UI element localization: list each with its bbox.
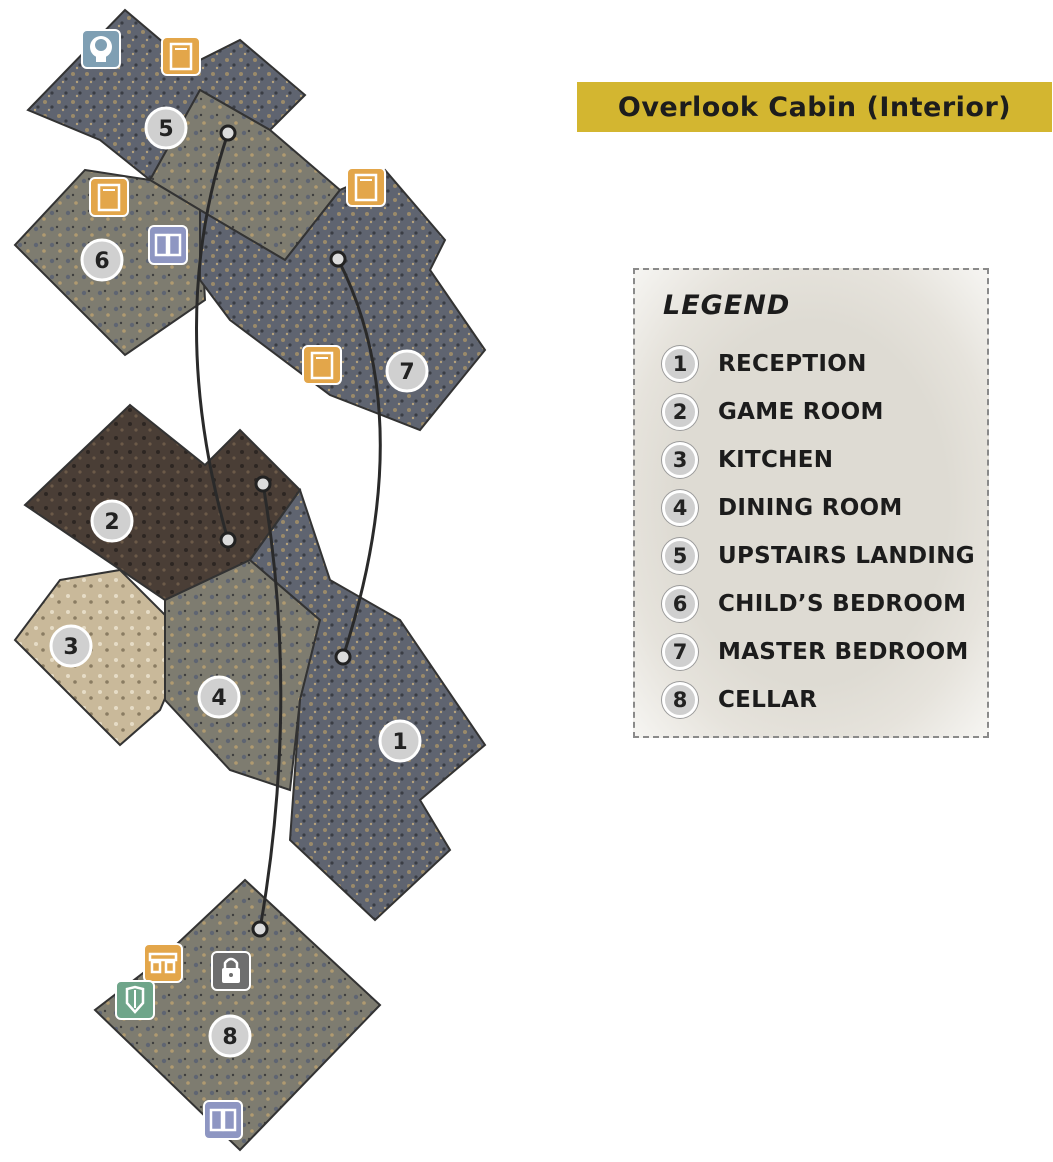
legend-label: MASTER BEDROOM [718, 639, 969, 665]
legend-label: DINING ROOM [718, 495, 903, 521]
legend-label: RECEPTION [718, 351, 867, 377]
room-marker-6[interactable]: 6 [80, 238, 124, 282]
connector-endpoints [219, 124, 352, 938]
room-marker-3[interactable]: 3 [49, 624, 93, 668]
room-marker-number: 8 [222, 1025, 237, 1050]
reception-area [248, 487, 487, 922]
stair-point [334, 648, 352, 666]
room-marker-number: 2 [104, 510, 119, 535]
legend-number-badge: 1 [662, 346, 698, 382]
room-marker-1[interactable]: 1 [378, 719, 422, 763]
room-marker-5[interactable]: 5 [144, 106, 188, 150]
legend-heading: LEGEND [663, 290, 791, 321]
book-icon [148, 225, 188, 265]
title-banner: Overlook Cabin (Interior) [577, 82, 1052, 132]
kitchen-area [13, 568, 192, 747]
room-marker-4[interactable]: 4 [197, 675, 241, 719]
legend-label: UPSTAIRS LANDING [718, 543, 975, 569]
room-marker-number: 1 [392, 730, 407, 755]
armor-icon [115, 980, 155, 1020]
legend-list: 1 RECEPTION 2 GAME ROOM 3 KITCHEN 4 DINI… [662, 340, 975, 724]
connector-master-to-reception [336, 258, 382, 658]
room-marker-number: 4 [211, 686, 226, 711]
lock-icon [211, 951, 251, 991]
stair-point [219, 124, 237, 142]
legend-item: 5 UPSTAIRS LANDING [662, 532, 975, 580]
legend-number-badge: 8 [662, 682, 698, 718]
bobblehead-icon [81, 29, 121, 69]
page-title: Overlook Cabin (Interior) [617, 91, 1012, 123]
legend-item: 2 GAME ROOM [662, 388, 975, 436]
legend-number-badge: 5 [662, 538, 698, 574]
stair-point [254, 475, 272, 493]
door-icon [89, 177, 129, 217]
map-icons [81, 29, 386, 1140]
book-icon [203, 1100, 243, 1140]
connector-landing-to-dining [195, 132, 230, 541]
door-icon [346, 167, 386, 207]
room-marker-number: 6 [94, 249, 109, 274]
legend-item: 4 DINING ROOM [662, 484, 975, 532]
stair-connectors [195, 132, 382, 930]
room-marker-2[interactable]: 2 [90, 499, 134, 543]
legend-number-badge: 2 [662, 394, 698, 430]
connector-ground-to-cellar [258, 483, 283, 930]
legend-panel: LEGEND 1 RECEPTION 2 GAME ROOM 3 KITCHEN… [633, 268, 989, 738]
stair-point [251, 920, 269, 938]
door-icon [161, 36, 201, 76]
room-marker-7[interactable]: 7 [385, 349, 429, 393]
legend-item: 6 CHILD’S BEDROOM [662, 580, 975, 628]
stair-point [219, 531, 237, 549]
workbench-icon [143, 943, 183, 983]
legend-item: 3 KITCHEN [662, 436, 975, 484]
legend-label: CHILD’S BEDROOM [718, 591, 967, 617]
legend-label: KITCHEN [718, 447, 834, 473]
room-marker-number: 7 [399, 360, 414, 385]
legend-number-badge: 4 [662, 490, 698, 526]
map-area: 1 2 3 4 5 6 7 8 [13, 8, 487, 1152]
legend-label: CELLAR [718, 687, 818, 713]
legend-item: 1 RECEPTION [662, 340, 975, 388]
legend-number-badge: 7 [662, 634, 698, 670]
stair-point [329, 250, 347, 268]
legend-label: GAME ROOM [718, 399, 884, 425]
legend-item: 7 MASTER BEDROOM [662, 628, 975, 676]
room-marker-number: 5 [158, 117, 173, 142]
door-icon [302, 345, 342, 385]
legend-number-badge: 6 [662, 586, 698, 622]
room-marker-8[interactable]: 8 [208, 1014, 252, 1058]
ground-floor [13, 403, 487, 922]
legend-item: 8 CELLAR [662, 676, 975, 724]
legend-number-badge: 3 [662, 442, 698, 478]
room-marker-number: 3 [63, 635, 78, 660]
room-markers: 1 2 3 4 5 6 7 8 [49, 106, 429, 1058]
